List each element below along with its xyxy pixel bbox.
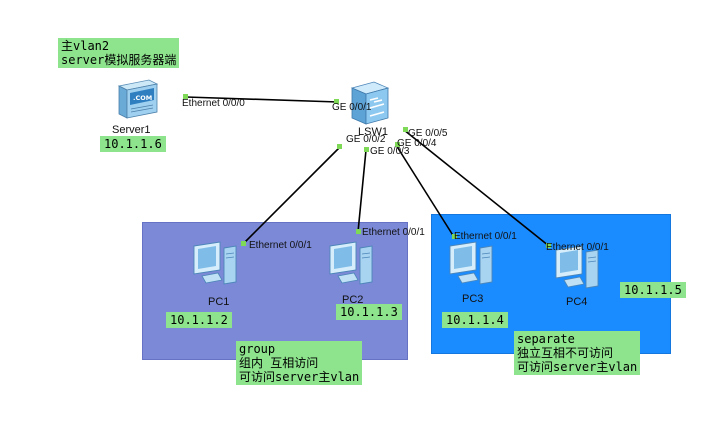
separate-note: separate 独立互相不可访问 可访问server主vlan <box>514 331 641 375</box>
note-line: 可访问server主vlan <box>239 370 360 384</box>
link-server1-lsw1 <box>185 96 339 103</box>
pc-icon[interactable] <box>552 244 604 294</box>
port-label-ge3: GE 0/0/3 <box>370 146 410 157</box>
port-label-pc1-eth: Ethernet 0/0/1 <box>249 240 312 251</box>
port-dot <box>364 147 369 152</box>
pc3-ip: 10.1.1.4 <box>442 312 508 328</box>
port-dot <box>356 229 361 234</box>
port-label-ge5: GE 0/0/5 <box>408 128 448 139</box>
port-dot <box>337 144 342 149</box>
pc4-label: PC4 <box>566 296 588 308</box>
pc-icon[interactable] <box>326 240 378 290</box>
vlan2-note: 主vlan2 server模拟服务器端 <box>58 38 180 68</box>
pc1-ip: 10.1.1.2 <box>166 312 232 328</box>
pc2-label: PC2 <box>342 294 364 306</box>
note-line: 独立互相不可访问 <box>517 346 614 360</box>
port-label-pc2-eth: Ethernet 0/0/1 <box>362 227 425 238</box>
port-dot <box>452 234 457 239</box>
server-icon[interactable]: .COM <box>115 78 159 120</box>
note-line: 组内 互相访问 <box>239 356 319 370</box>
port-dot <box>546 243 551 248</box>
pc4-ip: 10.1.1.5 <box>620 282 686 298</box>
server1-label: Server1 <box>112 124 151 136</box>
note-line: separate <box>517 332 575 346</box>
port-label-server-eth: Ethernet 0/0/0 <box>182 98 245 109</box>
note-line: 主vlan2 <box>61 39 110 53</box>
server1-ip: 10.1.1.6 <box>100 136 166 152</box>
switch-icon[interactable] <box>346 80 392 128</box>
port-dot <box>403 127 408 132</box>
pc3-label: PC3 <box>462 293 484 305</box>
pc-icon[interactable] <box>190 240 242 290</box>
port-dot <box>241 241 246 246</box>
pc2-ip: 10.1.1.3 <box>336 304 402 320</box>
link-lsw1-pc4 <box>403 129 550 247</box>
note-line: server模拟服务器端 <box>61 53 177 67</box>
pc1-label: PC1 <box>208 296 230 308</box>
lsw1-label: LSW1 <box>358 126 388 138</box>
port-label-ge1: GE 0/0/1 <box>332 102 372 113</box>
note-line: group <box>239 342 276 356</box>
note-line: 可访问server主vlan <box>517 360 638 374</box>
port-label-ge2: GE 0/0/2 <box>346 134 386 145</box>
port-dot <box>395 142 400 147</box>
port-label-pc3-eth: Ethernet 0/0/1 <box>454 231 517 242</box>
group-note: group 组内 互相访问 可访问server主vlan <box>236 341 363 385</box>
link-lsw1-pc2 <box>357 149 367 233</box>
group-zone <box>142 222 408 360</box>
pc-icon[interactable] <box>446 240 498 290</box>
port-label-pc4-eth: Ethernet 0/0/1 <box>546 242 609 253</box>
port-dot <box>183 94 188 99</box>
port-label-ge4: GE 0/0/4 <box>397 138 437 149</box>
link-lsw1-pc1 <box>242 146 341 245</box>
server-badge: .COM <box>133 94 152 102</box>
port-dot <box>334 99 339 104</box>
link-lsw1-pc3 <box>395 144 455 238</box>
